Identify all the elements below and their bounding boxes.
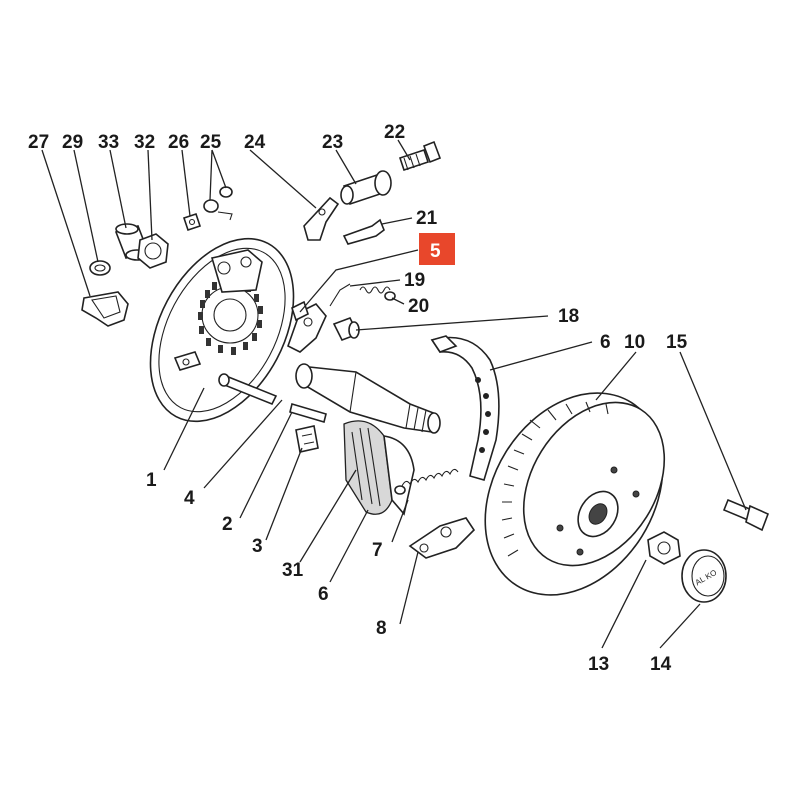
label-6-top: 6: [600, 332, 611, 353]
label-10: 10: [624, 332, 645, 353]
bushing-part-29: [89, 260, 111, 276]
bolt-part-4: [218, 373, 278, 406]
label-25: 25: [200, 132, 222, 153]
lever-part-24: [303, 196, 340, 241]
lever-part-5: [287, 300, 327, 353]
label-22: 22: [384, 122, 405, 143]
spring-part-20: [359, 286, 396, 301]
label-2: 2: [222, 514, 233, 535]
highlight-box: [419, 233, 455, 265]
label-4: 4: [184, 488, 195, 509]
sleeve-part-23: [340, 170, 392, 206]
label-33: 33: [98, 132, 119, 153]
axle-nut-part-13: [647, 531, 681, 565]
clip-part-3: [295, 425, 319, 453]
bolt-part-25: [203, 186, 233, 221]
brake-shoe-part-31: [343, 420, 415, 516]
label-6-bottom: 6: [318, 584, 329, 605]
brake-shoe-part-6: [430, 335, 500, 481]
bolt-part-22: [398, 140, 442, 172]
pin-part-19: [329, 283, 351, 307]
label-31: 31: [282, 560, 304, 581]
back-plate: [149, 237, 295, 423]
spring-part-7: [394, 468, 459, 495]
adjuster-part-8: [408, 517, 476, 559]
dust-cap-part-14: AL KO: [681, 549, 727, 603]
label-14: 14: [650, 654, 672, 675]
label-29: 29: [62, 132, 83, 153]
label-27: 27: [28, 132, 49, 153]
label-15: 15: [666, 332, 688, 353]
clip-part-26: [182, 212, 202, 232]
label-20: 20: [408, 296, 429, 317]
axle-stub: [295, 363, 441, 434]
label-24: 24: [244, 132, 266, 153]
wheel-bolt-part-15: [722, 498, 770, 532]
part-labels: 27 29 33 32 26 25 24 23 22 21 5 19 20 18…: [28, 122, 688, 675]
label-19: 19: [404, 270, 425, 291]
pin-part-2: [289, 402, 327, 424]
label-8: 8: [376, 618, 387, 639]
label-5: 5: [430, 241, 441, 262]
label-7: 7: [372, 540, 383, 561]
brake-drum-part-10: [484, 392, 666, 596]
bracket-part-27: [81, 291, 129, 327]
highlight-label-5: 5: [419, 233, 455, 265]
label-21: 21: [416, 208, 438, 229]
label-26: 26: [168, 132, 189, 153]
label-13: 13: [588, 654, 609, 675]
nut-part-32: [137, 233, 169, 269]
label-1: 1: [146, 470, 157, 491]
label-18: 18: [558, 306, 579, 327]
spring-part-21: [342, 218, 385, 245]
label-3: 3: [252, 536, 263, 557]
leader-lines: [41, 139, 747, 649]
label-23: 23: [322, 132, 343, 153]
bushing-part-18: [332, 316, 360, 342]
label-32: 32: [134, 132, 155, 153]
